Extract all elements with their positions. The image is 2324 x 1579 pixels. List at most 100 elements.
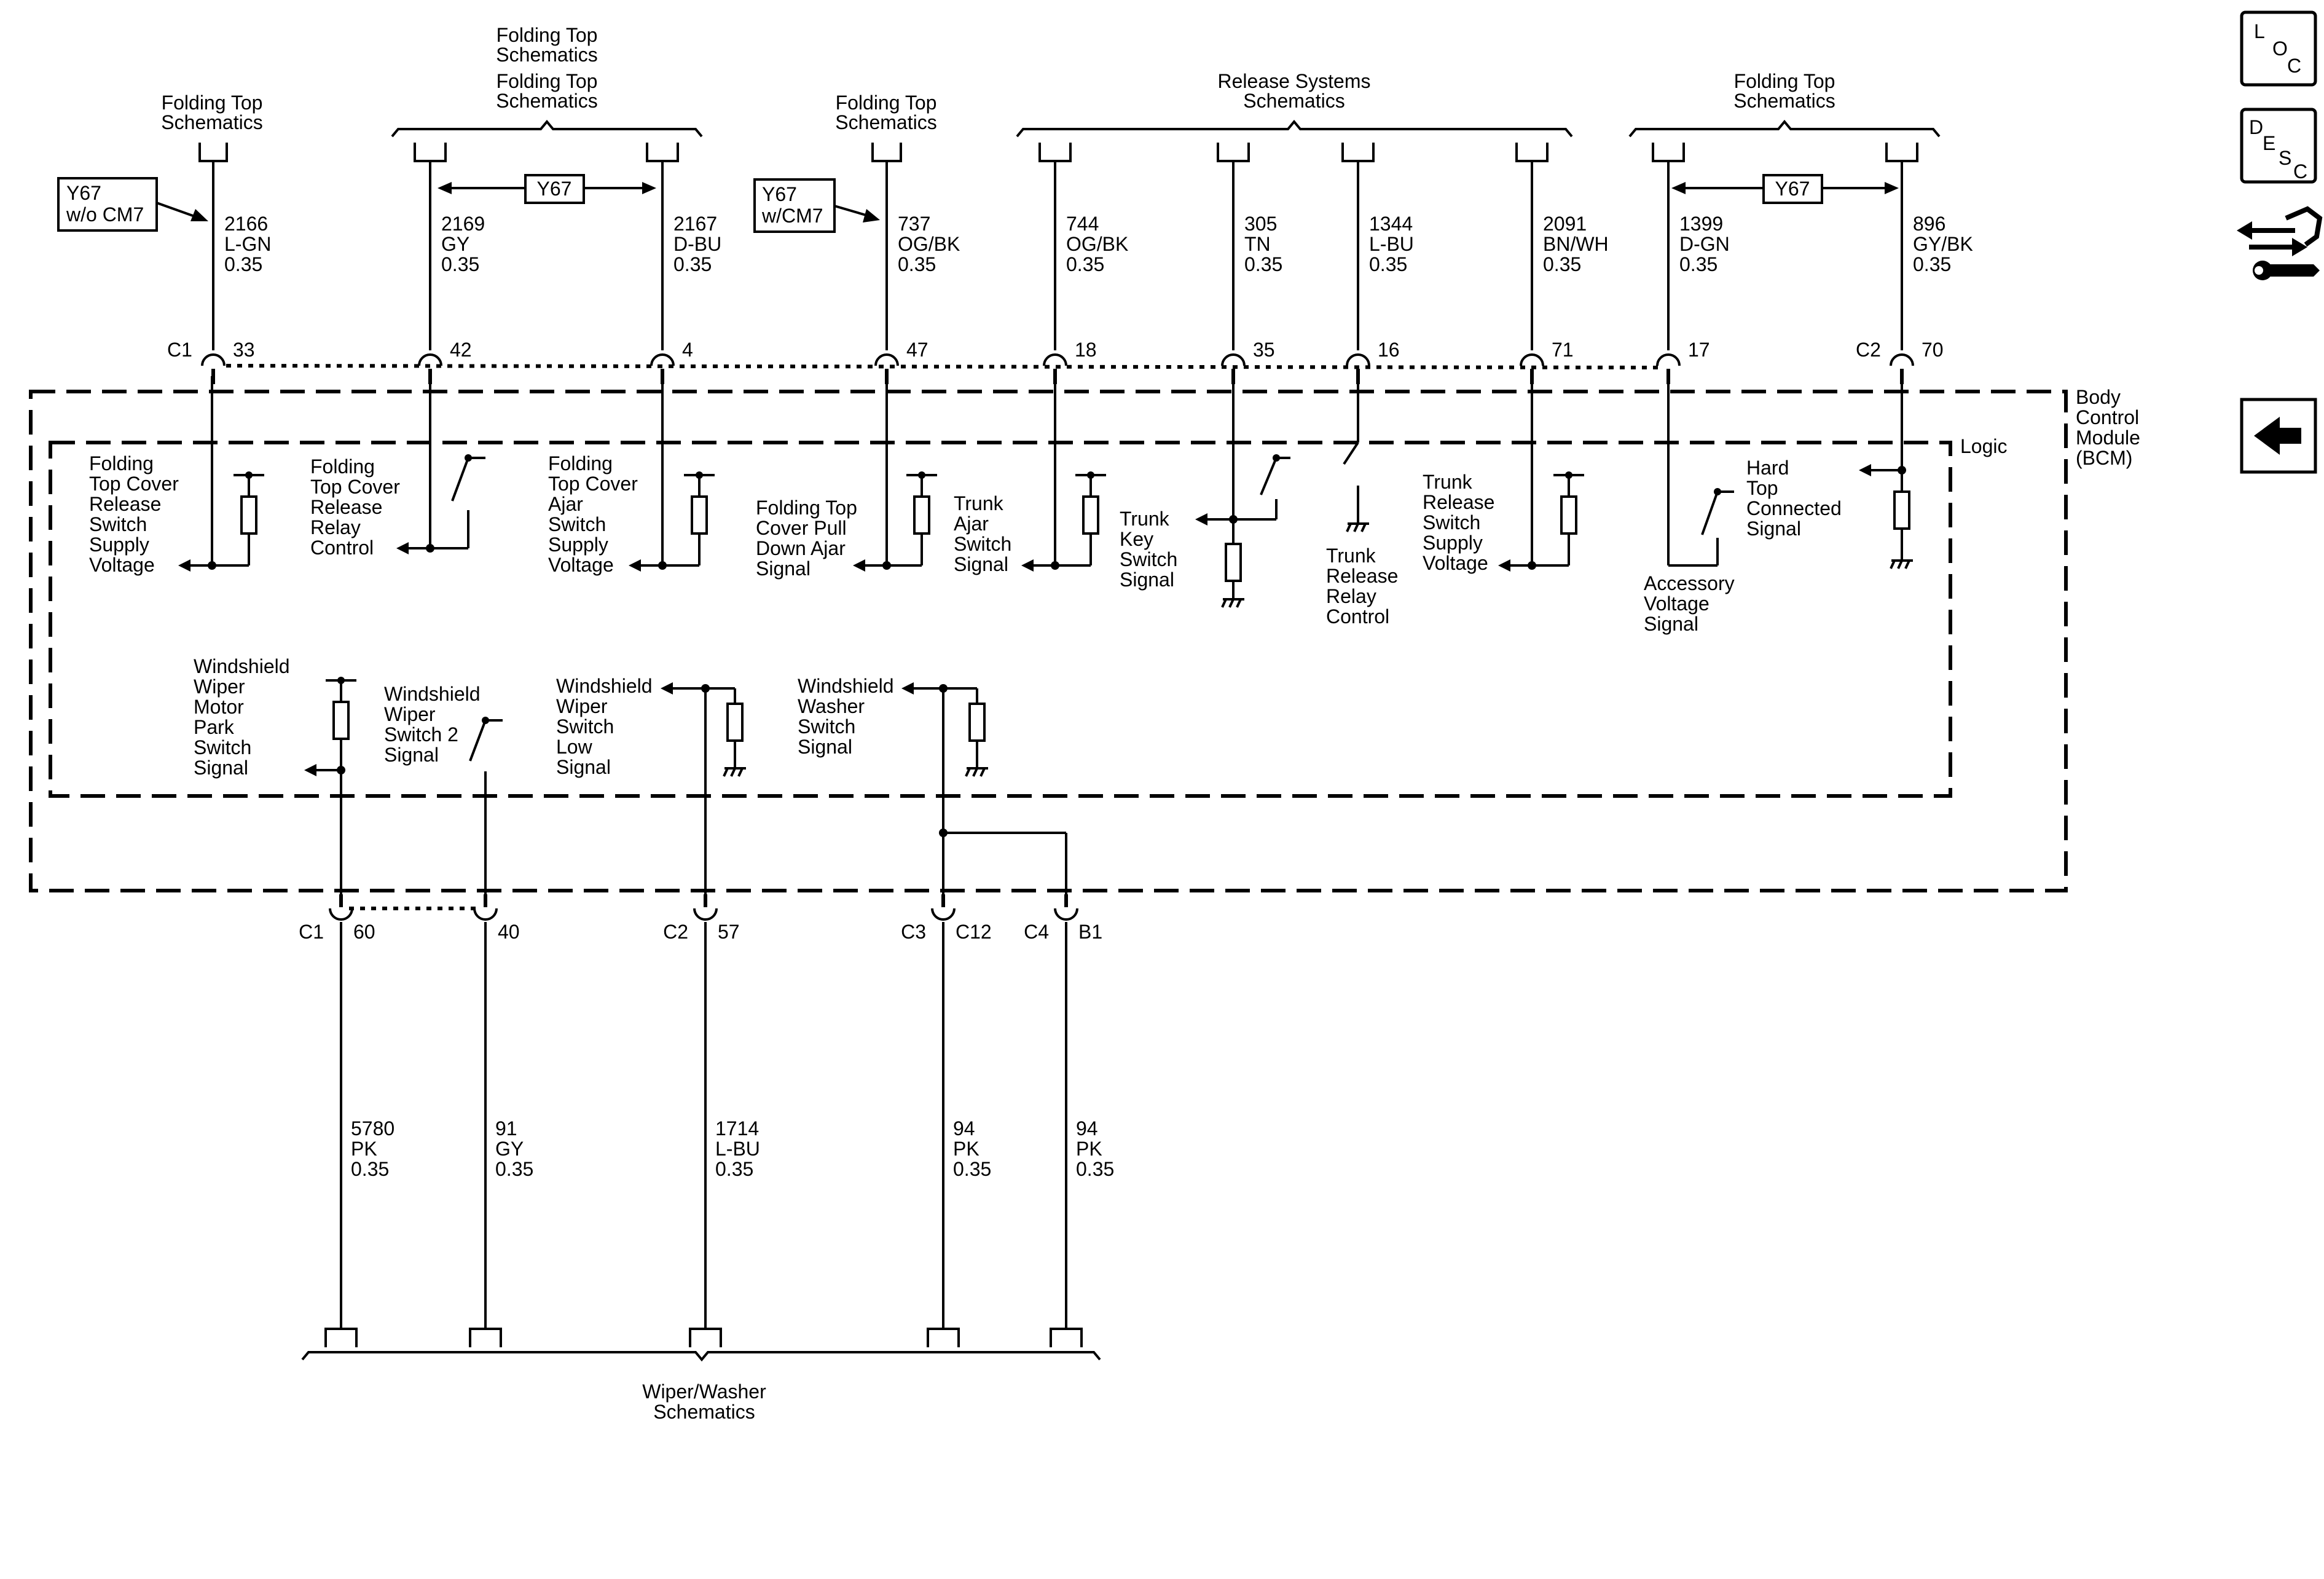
signal-label-line: Voltage <box>1423 552 1488 574</box>
signal-label-line: Top Cover <box>89 473 179 495</box>
wire-color: PK <box>953 1138 979 1160</box>
pin-socket <box>329 908 353 921</box>
signal-label-line: Down Ajar <box>756 537 846 559</box>
connector-tab <box>1217 143 1250 162</box>
wire-size: 0.35 <box>224 253 262 275</box>
option-label: w/CM7 <box>761 205 823 227</box>
group-label-line: Schematics <box>496 90 597 112</box>
top-destination-folding-top-1[interactable]: Folding Top Schematics <box>161 92 263 162</box>
internal-circuitry <box>178 376 1913 608</box>
wire-size: 0.35 <box>1076 1158 1114 1180</box>
pin-number: 60 <box>353 921 375 943</box>
pin-socket <box>650 353 675 366</box>
desc-button[interactable]: D E S C <box>2240 108 2317 184</box>
back-arrow-icon[interactable] <box>2240 398 2317 474</box>
signal-label-line: Folding Top <box>756 497 857 519</box>
top-destination-folding-top-2[interactable]: Folding Top Schematics Folding Top Schem… <box>391 24 703 162</box>
signal-label-line: Signal <box>1644 613 1698 635</box>
group-label-line: Release Systems <box>1218 70 1371 92</box>
bottom-destination-wiper-washer[interactable]: Wiper/Washer Schematics <box>301 1351 1101 1423</box>
desc-letter: D <box>2249 116 2263 138</box>
loc-letter: L <box>2254 20 2265 42</box>
pin-socket <box>1520 353 1544 366</box>
circuit-number: 91 <box>495 1117 517 1140</box>
signal-label-line: Voltage <box>1644 593 1710 615</box>
signal-label-line: Release <box>1423 491 1494 513</box>
option-label: Y67 <box>1775 178 1810 200</box>
pin-socket <box>418 353 442 366</box>
module-name-line: (BCM) <box>2076 447 2132 469</box>
circuit-number: 744 <box>1066 213 1099 235</box>
pin-number: 42 <box>450 339 472 361</box>
internal-circuitry-bottom <box>304 677 1067 899</box>
signal-label-line: Windshield <box>556 675 653 697</box>
connector-wrench-icon[interactable] <box>2237 206 2323 280</box>
connector-tab <box>469 1328 502 1347</box>
signal-label-line: Key <box>1120 528 1153 550</box>
group-label-line: Schematics <box>496 44 597 66</box>
pin-number: 17 <box>1688 339 1710 361</box>
circuit-number: 1399 <box>1679 213 1723 235</box>
wire-size: 0.35 <box>1679 253 1717 275</box>
group-label-line: Folding Top <box>1734 70 1835 92</box>
signal-label-line: Cover Pull <box>756 517 847 539</box>
signal-label-line: Folding <box>89 452 154 474</box>
circuit-number: 305 <box>1244 213 1277 235</box>
module-name-line: Control <box>2076 406 2139 428</box>
option-label: w/o CM7 <box>66 203 144 226</box>
signal-label-line: Supply <box>548 534 608 556</box>
wire-size: 0.35 <box>898 253 936 275</box>
signal-label-line: Signal <box>1120 569 1174 591</box>
wire-color: D-GN <box>1679 233 1730 255</box>
signal-label-line: Trunk <box>1423 471 1473 493</box>
signal-label-line: Folding <box>310 455 375 478</box>
connector-tab <box>689 1328 722 1347</box>
signal-label-line: Trunk <box>1120 508 1170 530</box>
wire-color: PK <box>351 1138 377 1160</box>
wire-size: 0.35 <box>953 1158 991 1180</box>
connector-tab <box>1515 143 1549 162</box>
pin-socket <box>473 908 498 921</box>
signal-label-line: Low <box>556 736 593 758</box>
signal-label-line: Signal <box>798 736 852 758</box>
wire-color: L-GN <box>224 233 271 255</box>
group-label-line: Folding Top <box>836 92 937 114</box>
circuit-number: 94 <box>1076 1117 1098 1140</box>
connector-tab <box>414 143 447 162</box>
pin-number: 4 <box>682 339 693 361</box>
circuit-number: 94 <box>953 1117 975 1140</box>
pin-number: 57 <box>718 921 740 943</box>
top-destination-release-systems[interactable]: Release Systems Schematics <box>1016 70 1573 162</box>
pin-number: 71 <box>1552 339 1574 361</box>
circuit-number: 2169 <box>441 213 485 235</box>
loc-button[interactable]: L O C <box>2240 10 2317 87</box>
wire-color: L-BU <box>1369 233 1414 255</box>
option-span-y67-b: Y67 <box>1671 174 1899 204</box>
top-destination-folding-top-5[interactable]: Folding Top Schematics <box>1628 70 1941 162</box>
top-destination-folding-top-3[interactable]: Folding Top Schematics <box>835 92 937 162</box>
signal-label-line: Windshield <box>798 675 894 697</box>
connector-tab <box>324 1328 358 1347</box>
